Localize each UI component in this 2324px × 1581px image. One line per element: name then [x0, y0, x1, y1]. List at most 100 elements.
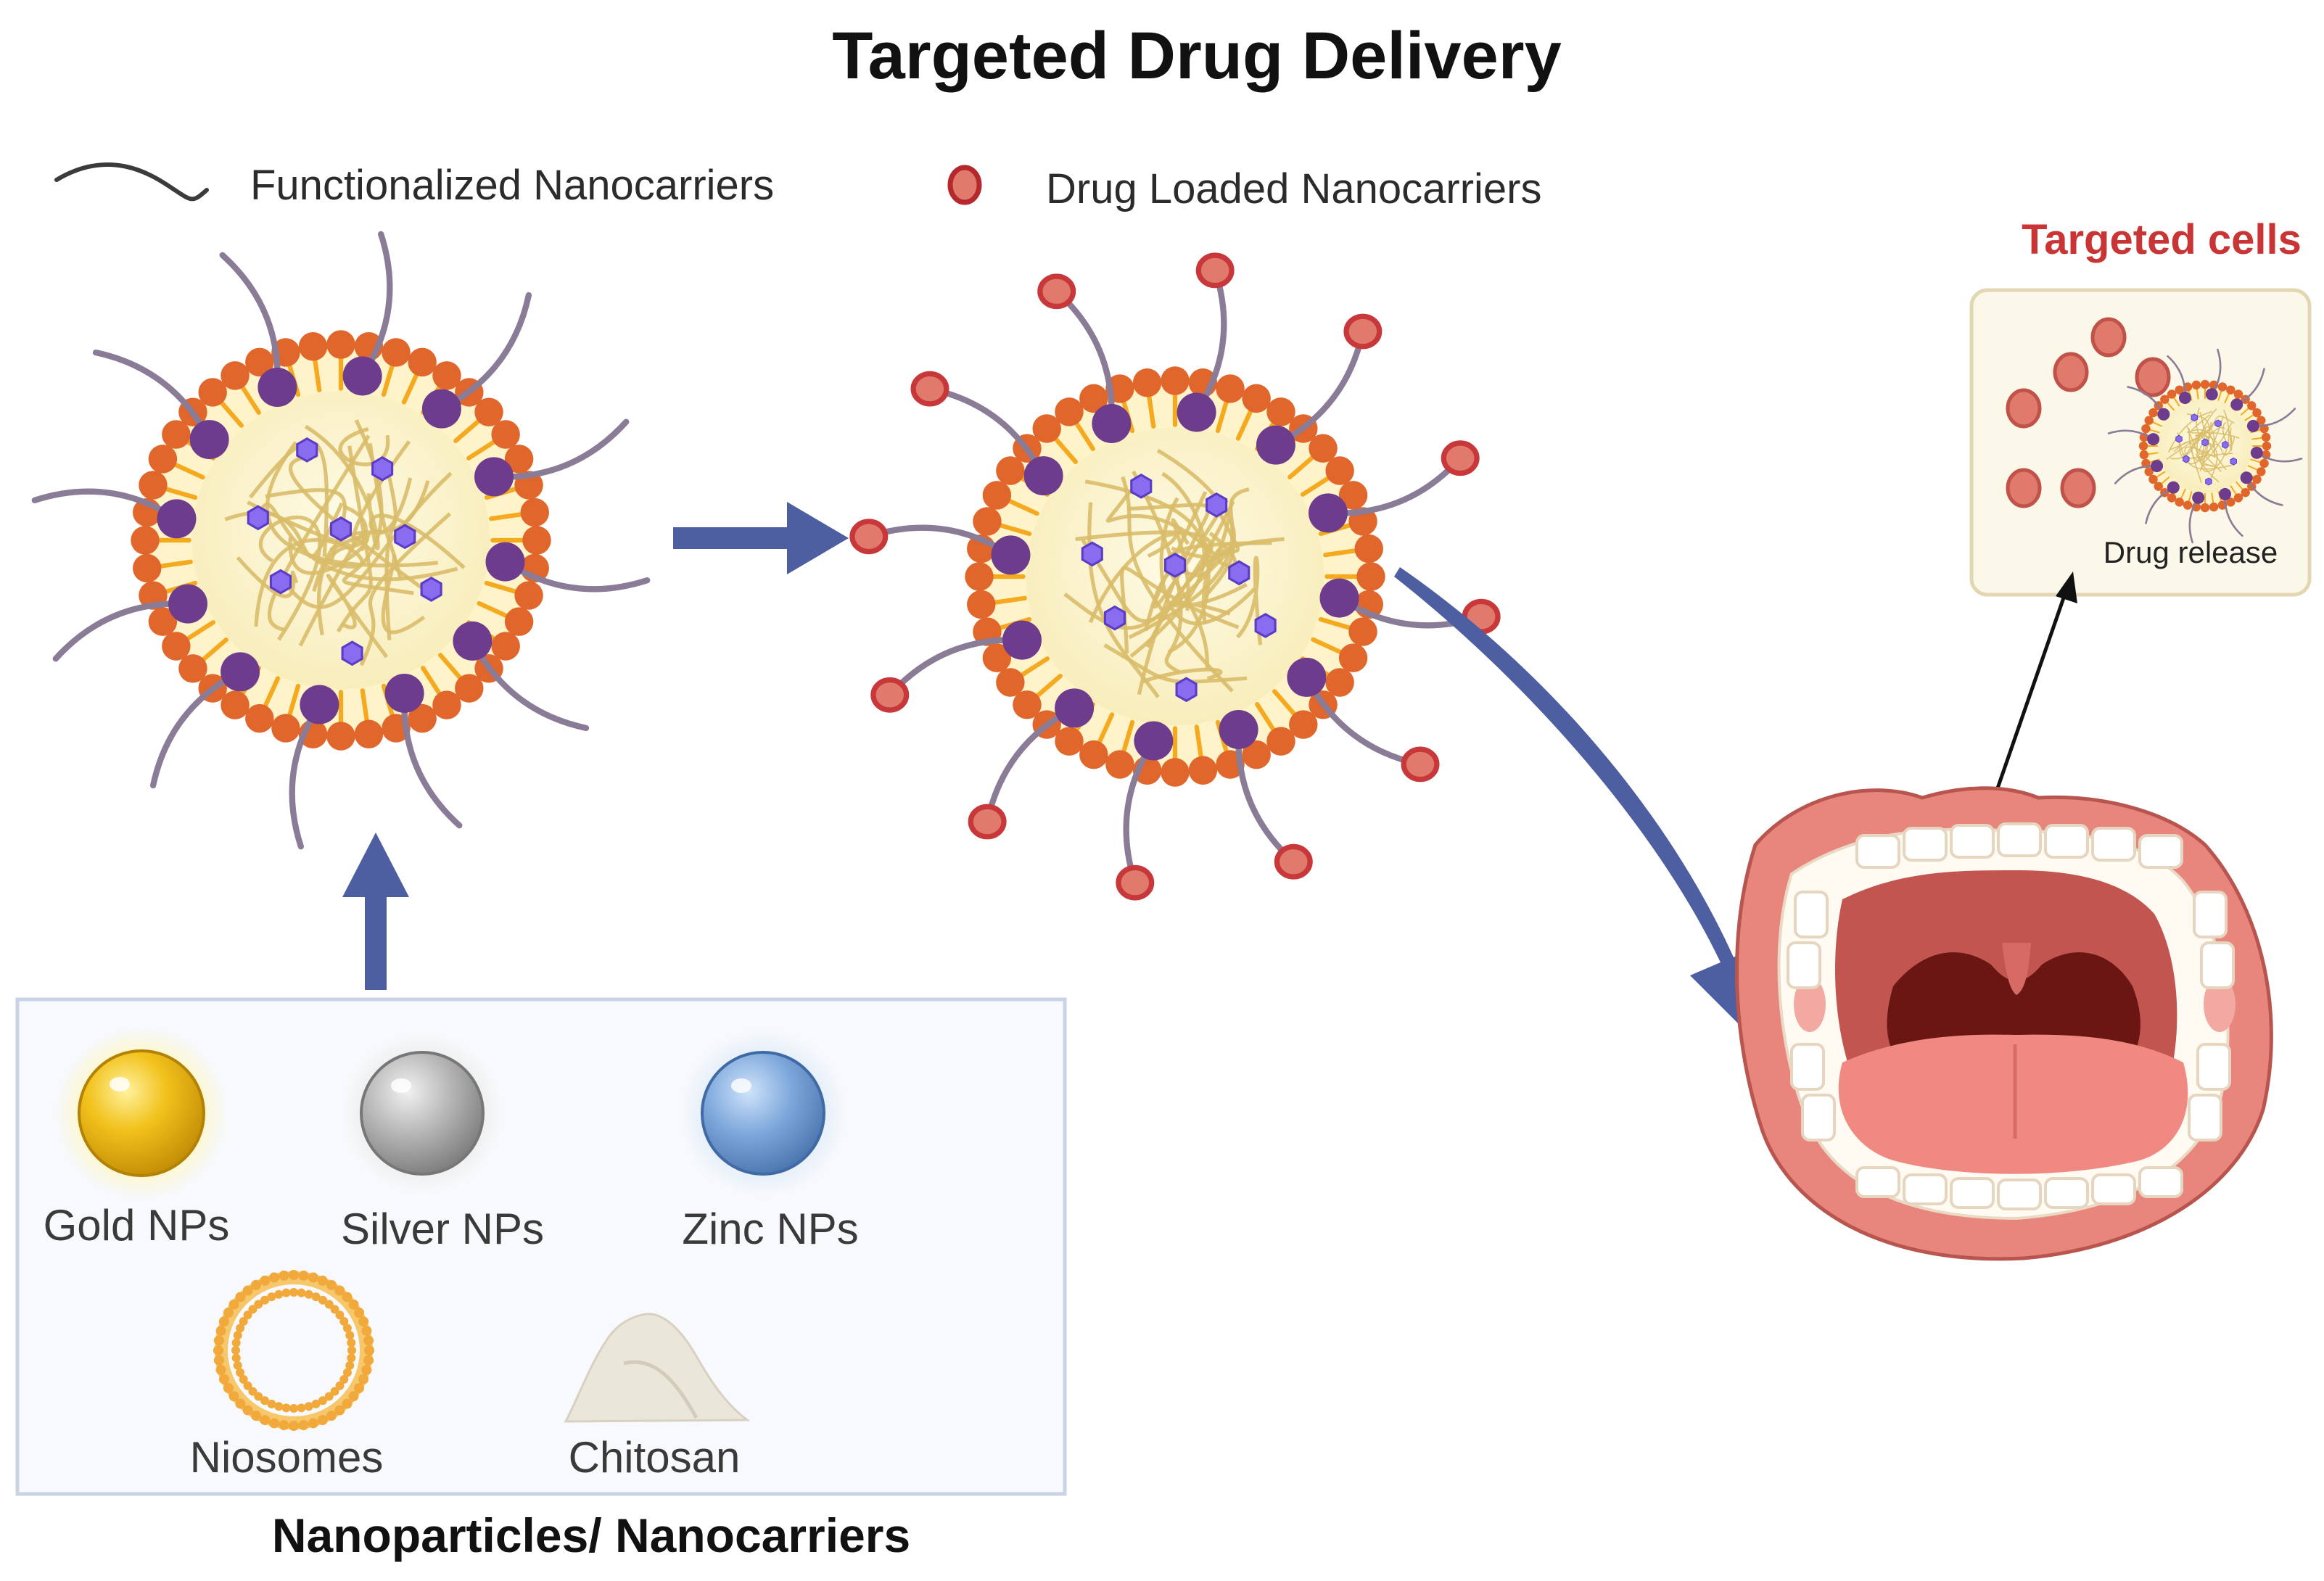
lipid-head	[1188, 756, 1218, 785]
right-tonsil	[2204, 977, 2236, 1032]
polymer-strand	[2222, 421, 2236, 447]
niosome-head	[235, 1292, 246, 1303]
lipid-head	[148, 445, 178, 474]
silver-nanoparticle-icon	[360, 1051, 485, 1176]
functionalized-nanocarrier	[31, 231, 651, 850]
niosome-head	[239, 1317, 248, 1326]
lipid-head	[178, 654, 207, 683]
lipid-head	[1132, 368, 1162, 397]
polymer-strand	[2227, 427, 2233, 451]
lipid-head	[2141, 424, 2151, 434]
lipid-head	[2191, 380, 2201, 390]
niosome-head	[274, 1402, 284, 1411]
niosome-head	[330, 1387, 339, 1396]
niosome-head	[335, 1381, 345, 1390]
lipid-head	[2247, 401, 2257, 410]
released-drug	[2090, 317, 2127, 358]
lipid-head	[1325, 668, 1354, 697]
niosome-head	[339, 1317, 349, 1326]
polymer-strand	[2173, 420, 2216, 453]
lipid-head	[2252, 408, 2262, 418]
niosome-head	[233, 1361, 242, 1370]
lipid-head	[1354, 534, 1383, 564]
lipid-head	[1325, 456, 1354, 485]
payload-hexagon	[2201, 438, 2209, 447]
lipid-head	[382, 338, 411, 367]
gold-nanoparticle-icon	[78, 1049, 205, 1177]
niosome-head	[354, 1383, 365, 1393]
niosome-head	[348, 1299, 359, 1310]
lipid-head	[2262, 441, 2272, 451]
lipid-head	[2175, 385, 2184, 395]
lipid-head	[139, 471, 168, 500]
niosome-icon	[213, 1270, 374, 1431]
open-mouth-illustration	[1735, 786, 2273, 1261]
niosome-head	[281, 1288, 291, 1297]
left-tonsil	[1794, 977, 1826, 1032]
niosome-head	[223, 1383, 234, 1393]
drug-dot-icon	[947, 165, 982, 205]
lipid-head	[514, 581, 543, 610]
niosome-head	[213, 1345, 223, 1355]
polymer-strand	[1159, 497, 1256, 626]
niosome-head	[289, 1288, 298, 1297]
payload-hexagon	[1163, 553, 1187, 578]
wavy-line-icon	[54, 162, 209, 202]
payload-hexagon	[329, 516, 353, 542]
polymer-strand	[1208, 532, 1285, 568]
lipid-head	[221, 690, 250, 719]
payload-hexagon	[2183, 455, 2190, 463]
ligand-node	[1308, 493, 1348, 533]
polymer-strand	[2210, 416, 2235, 430]
niosome-head	[243, 1381, 252, 1390]
gold-label: Gold NPs	[44, 1201, 230, 1250]
polymer-strand	[2168, 410, 2212, 453]
niosomes-label: Niosomes	[190, 1433, 384, 1482]
niosome-head	[218, 1316, 229, 1327]
lipid-head	[2167, 389, 2177, 399]
lipid-head	[271, 714, 300, 743]
polymer-strand	[258, 515, 322, 641]
niosome-head	[274, 1289, 284, 1299]
lipid-head	[162, 632, 191, 661]
niosome-head	[239, 1375, 248, 1384]
ligand-node	[1092, 404, 1132, 444]
lower-tooth	[1950, 1177, 1995, 1209]
lipid-head	[2241, 488, 2250, 498]
niosome-head	[231, 1353, 241, 1363]
niosome-head	[260, 1396, 269, 1405]
ligand-node	[1319, 578, 1359, 618]
payload-hexagon	[1254, 613, 1277, 638]
niosome-head	[215, 1364, 226, 1375]
lipid-head	[408, 703, 437, 733]
niosome-head	[339, 1375, 349, 1384]
ligand-node	[2230, 398, 2243, 411]
ligand-node	[300, 685, 339, 725]
niosome-head	[251, 1279, 261, 1290]
lipid-head	[2183, 500, 2193, 510]
polymer-strand	[1142, 667, 1223, 684]
payload-hexagon	[269, 569, 292, 595]
payload-hexagon	[2214, 419, 2222, 428]
lipid-head	[504, 607, 534, 636]
drug-molecule	[1037, 273, 1076, 310]
ligand-node	[2240, 471, 2253, 484]
niosome-head	[342, 1292, 353, 1303]
ligand-node	[2147, 433, 2160, 446]
side-tooth	[1801, 1094, 1836, 1142]
lipid-head	[1216, 374, 1245, 403]
lipid-head	[982, 481, 1012, 510]
niosome-head	[318, 1295, 327, 1305]
niosome-head	[254, 1300, 263, 1309]
niosome-head	[361, 1326, 372, 1337]
ligand-node	[221, 652, 260, 692]
lipid-head	[2148, 474, 2158, 484]
lipid-head	[491, 420, 520, 449]
niosome-head	[215, 1326, 226, 1337]
lipid-head	[455, 674, 484, 703]
lipid-head	[2252, 474, 2262, 484]
drug-loaded-nanocarrier	[849, 252, 1501, 901]
niosome-head	[317, 1275, 328, 1286]
lipid-head	[1161, 758, 1190, 787]
lipid-head	[2233, 493, 2243, 503]
